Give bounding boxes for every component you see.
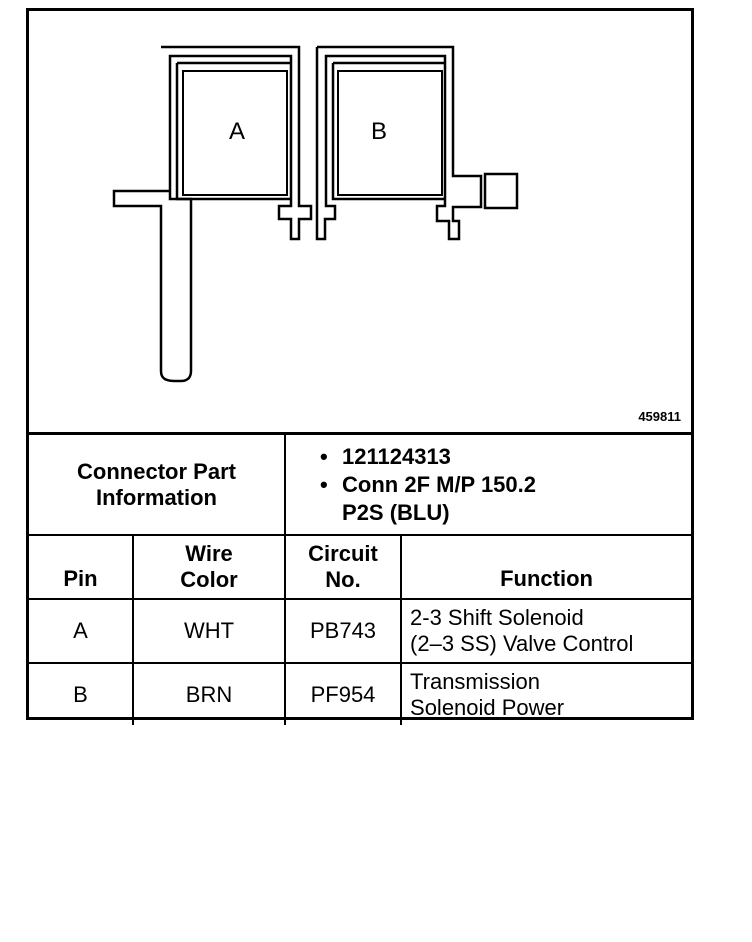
header-function: Function [400,534,692,600]
connector-description: Conn 2F M/P 150.2 P2S (BLU) [316,471,683,527]
cavity-b-inner-frame [331,61,445,201]
table-header-row: Pin Wire Color Circuit No. Function [29,534,692,600]
part-info-row: Connector Part Information 121124313 Con… [29,435,692,536]
header-pin: Pin [29,534,134,600]
header-wire-color: Wire Color [131,534,287,600]
pin-cell: A [29,598,134,664]
cavity-a-inner-frame [175,61,291,201]
wire-color-cell: BRN [131,662,287,725]
header-circuit-no: Circuit No. [284,534,403,600]
function-cell: Transmission Solenoid Power [400,662,692,725]
part-info-values: 121124313 Conn 2F M/P 150.2 P2S (BLU) [284,435,692,536]
circuit-cell: PB743 [284,598,403,664]
part-info-list: 121124313 Conn 2F M/P 150.2 P2S (BLU) [316,443,683,527]
cavity-b [337,70,443,196]
cavity-b-label: B [371,118,387,145]
part-info-label-line2: Information [96,484,217,510]
function-cell: 2-3 Shift Solenoid (2–3 SS) Valve Contro… [400,598,692,664]
part-info-label-line1: Connector Part [77,458,236,484]
table-row: B BRN PF954 Transmission Solenoid Power [29,662,692,725]
cavity-a [182,70,288,196]
connector-figure-frame: A B 459811 Connector Part Information 12… [26,8,694,725]
pin-cell: B [29,662,134,725]
connector-housing-left-outline [112,45,313,383]
wire-color-cell: WHT [131,598,287,664]
figure-id: 459811 [638,409,681,424]
connector-diagram: A B 459811 [29,11,691,435]
part-info-label: Connector Part Information [29,435,287,536]
connector-latch [483,172,519,210]
connector-housing-right-outline [315,45,483,241]
table-row: A WHT PB743 2-3 Shift Solenoid (2–3 SS) … [29,598,692,664]
cavity-a-label: A [229,118,245,145]
circuit-cell: PF954 [284,662,403,725]
part-number: 121124313 [316,443,683,471]
connector-info-table: Connector Part Information 121124313 Con… [29,435,692,725]
connector-drawing: A B [112,45,519,383]
